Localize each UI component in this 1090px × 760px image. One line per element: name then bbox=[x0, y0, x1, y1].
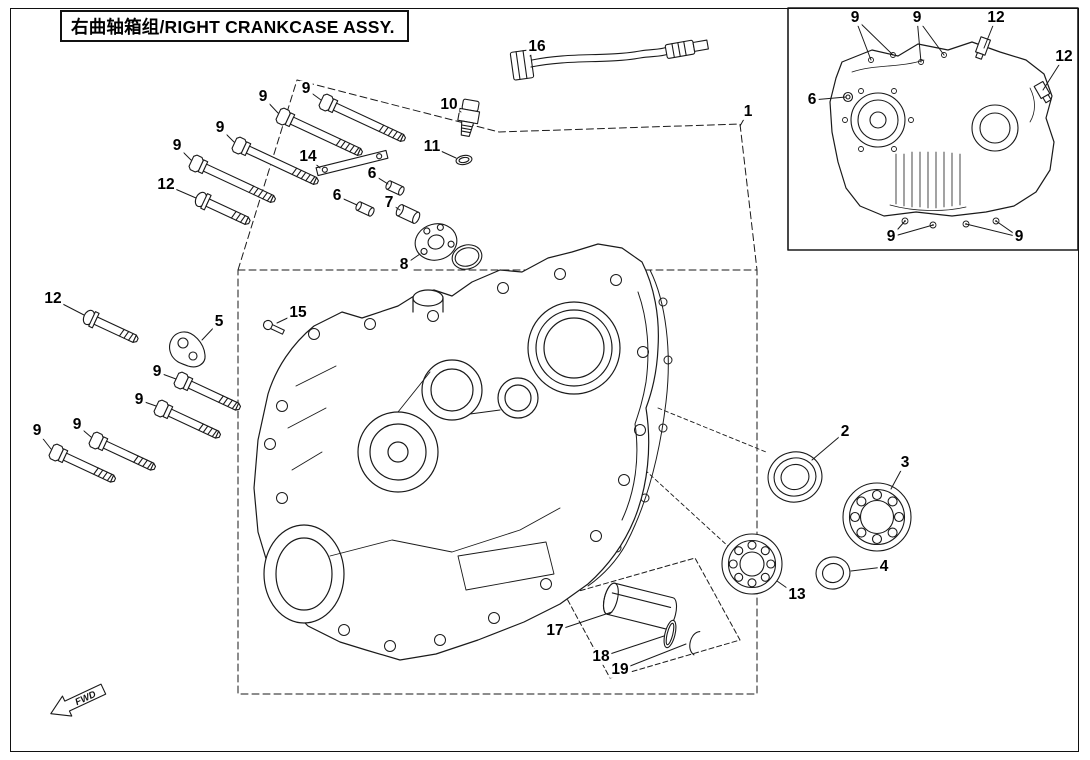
ball-bearing-13 bbox=[721, 533, 783, 595]
leader-line bbox=[403, 253, 421, 266]
o-ring-11 bbox=[455, 154, 473, 166]
washer-4 bbox=[815, 556, 851, 590]
leader-line bbox=[890, 462, 906, 490]
leader-line bbox=[529, 46, 538, 57]
leader-line bbox=[448, 104, 462, 113]
inset-assembled-view bbox=[787, 7, 1079, 251]
sensor-16 bbox=[509, 39, 709, 81]
fwd-marker: FWD bbox=[50, 683, 107, 717]
leader-line bbox=[965, 223, 1020, 238]
right-crankcase-body bbox=[253, 243, 659, 661]
leader-line bbox=[619, 643, 687, 671]
leader-line bbox=[600, 635, 665, 658]
leader-line bbox=[776, 580, 798, 596]
ball-bearing-3 bbox=[842, 482, 912, 552]
oil-seal-2 bbox=[767, 451, 823, 503]
leader-line bbox=[305, 88, 322, 101]
clip-19 bbox=[689, 631, 701, 656]
leader-line bbox=[52, 298, 85, 316]
leader-line bbox=[219, 127, 235, 143]
bolt-12-set bbox=[80, 189, 254, 348]
leader-line bbox=[854, 17, 894, 56]
leader-line bbox=[739, 111, 749, 127]
leader-line bbox=[336, 195, 358, 206]
spacer-7 bbox=[395, 204, 421, 224]
leader-line bbox=[36, 430, 52, 450]
bolt-15 bbox=[262, 319, 285, 335]
leader-line bbox=[262, 96, 279, 114]
page-title: 右曲轴箱组/RIGHT CRANKCASE ASSY. bbox=[71, 16, 395, 37]
inset-sensor-right bbox=[1033, 80, 1052, 104]
leader-line bbox=[276, 312, 299, 324]
leader-line bbox=[811, 431, 846, 461]
leader-line bbox=[201, 321, 220, 341]
ring-18 bbox=[663, 619, 677, 649]
plate-14 bbox=[315, 149, 389, 177]
leader-line bbox=[890, 224, 934, 238]
leader-line bbox=[850, 566, 885, 572]
leader-line bbox=[165, 184, 197, 199]
leader-line bbox=[307, 156, 321, 169]
bushing-17 bbox=[602, 582, 678, 630]
leader-line bbox=[176, 145, 192, 161]
leader-line bbox=[431, 146, 457, 159]
sensor-10 bbox=[457, 98, 481, 138]
leader-line bbox=[371, 173, 389, 185]
leader-line bbox=[76, 424, 92, 438]
flange-8 bbox=[414, 223, 483, 270]
leader-line bbox=[156, 371, 177, 380]
dowel-6a bbox=[385, 180, 405, 196]
dowel-6b bbox=[355, 201, 375, 217]
title-box: 右曲轴箱组/RIGHT CRANKCASE ASSY. bbox=[60, 10, 409, 42]
leader-line bbox=[138, 399, 157, 407]
fwd-label: FWD bbox=[74, 689, 98, 708]
bracket-5 bbox=[169, 331, 206, 368]
